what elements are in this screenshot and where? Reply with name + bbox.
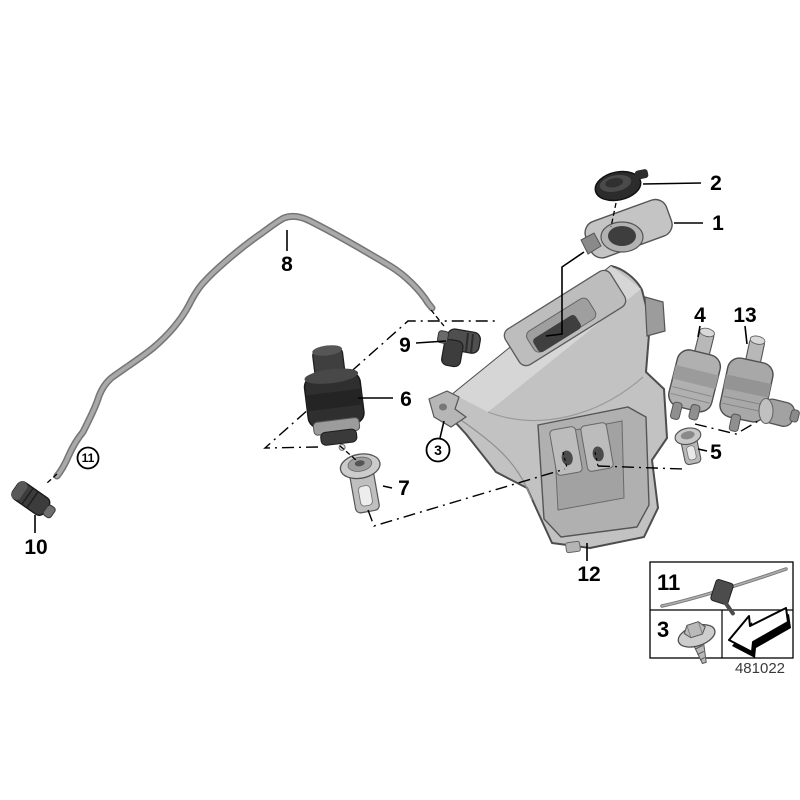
screw-icon (677, 621, 716, 665)
filler-recess (503, 269, 627, 367)
legend: 11 3 (649, 561, 794, 665)
legend-row1-label[interactable]: 11 (657, 570, 680, 595)
washer-hose (53, 212, 436, 480)
callout-7[interactable]: 7 (398, 477, 410, 500)
cable-tie-icon (660, 567, 788, 616)
callout-5[interactable]: 5 (710, 441, 722, 464)
mounting-bracket (428, 390, 468, 428)
leader-lines (34, 182, 748, 561)
filler-neck-leader (545, 251, 585, 337)
callout-labels: 2 1 8 9 6 4 13 5 7 10 12 3 11 (24, 172, 756, 586)
filler-neck (580, 198, 673, 259)
callout-4[interactable]: 4 (694, 304, 706, 327)
callout-13[interactable]: 13 (733, 304, 756, 327)
callout-10[interactable]: 10 (24, 536, 47, 559)
callout-2[interactable]: 2 (710, 172, 722, 195)
reservoir-cap (594, 169, 649, 202)
callout-11-circled[interactable]: 11 (76, 446, 100, 470)
washer-pump-4 (668, 327, 722, 421)
callout-6[interactable]: 6 (400, 388, 412, 411)
washer-fluid-reservoir (428, 265, 668, 554)
washer-pump-6 (303, 345, 365, 451)
callout-9[interactable]: 9 (399, 334, 411, 357)
legend-row2-label[interactable]: 3 (657, 617, 669, 642)
grommet-5 (674, 427, 702, 466)
svg-text:11: 11 (82, 451, 95, 465)
drawing-number: 481022 (735, 660, 785, 677)
install-axis-lines (46, 309, 761, 527)
hose-connector-10 (11, 481, 56, 519)
cap-axis-line (610, 202, 617, 228)
installation-direction-arrow-icon (728, 607, 791, 658)
elbow-connector-9 (437, 328, 481, 368)
callout-12[interactable]: 12 (577, 563, 600, 586)
reservoir-side-stub (644, 296, 666, 337)
grommet-7 (339, 453, 381, 514)
svg-text:3: 3 (434, 442, 442, 458)
callout-1[interactable]: 1 (712, 212, 724, 235)
callout-3-circled[interactable]: 3 (425, 437, 451, 463)
washer-pump-13 (719, 335, 800, 432)
callout-8[interactable]: 8 (281, 253, 293, 276)
